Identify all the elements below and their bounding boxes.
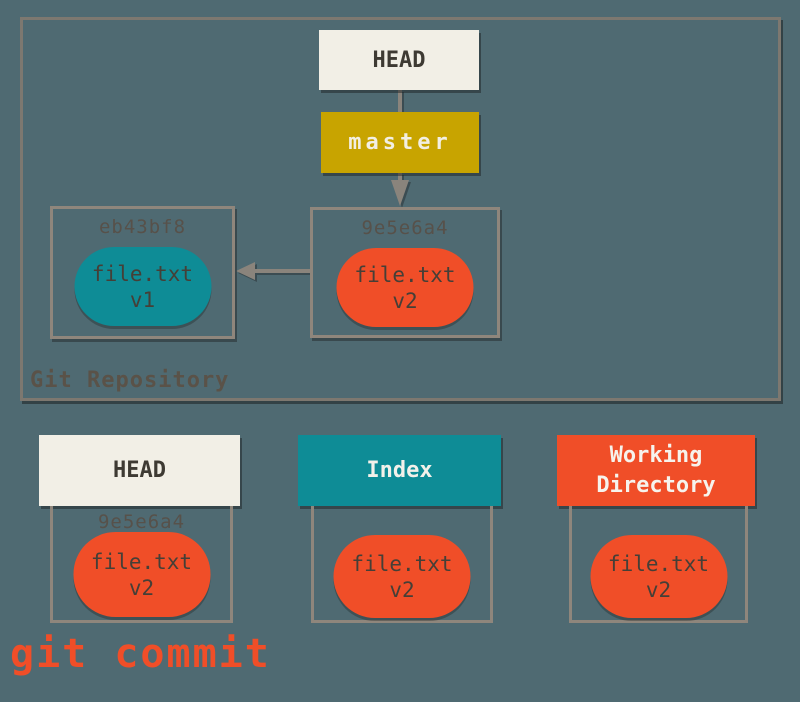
arrowhead-commit-to-parent (236, 262, 255, 280)
commit-box-eb43bf8: eb43bf8 file.txt v1 (50, 206, 235, 339)
head-area-box: 9e5e6a4 file.txt v2 (50, 506, 233, 623)
file-name: file.txt (90, 549, 193, 574)
head-area-title: HEAD (113, 458, 166, 483)
git-repository-label: Git Repository (30, 368, 230, 393)
working-directory-box: file.txt v2 (569, 506, 748, 623)
head-ref-box: HEAD (319, 30, 479, 90)
file-version: v2 (645, 577, 672, 602)
file-name: file.txt (351, 551, 453, 576)
file-blob-v1: file.txt v1 (74, 247, 211, 326)
file-version: v2 (128, 575, 155, 600)
working-directory-title: Working Directory (596, 442, 716, 498)
file-blob-v2: file.txt v2 (333, 535, 471, 618)
file-blob-v2: file.txt v2 (590, 535, 727, 618)
commit-hash: 9e5e6a4 (97, 511, 186, 533)
commit-hash: eb43bf8 (98, 216, 187, 238)
file-version: v2 (389, 577, 415, 602)
file-name: file.txt (91, 261, 194, 286)
head-ref-label: HEAD (372, 47, 426, 73)
master-branch-label: master (348, 130, 452, 155)
head-area-header: HEAD (39, 435, 240, 506)
git-commit-caption: git commit (10, 631, 271, 677)
git-repository-box: Git Repository (20, 17, 781, 401)
file-version: v2 (392, 288, 418, 313)
file-name: file.txt (607, 551, 710, 576)
index-area-header: Index (298, 435, 501, 506)
arrowhead-master-to-commit (391, 180, 409, 206)
file-blob-v2: file.txt v2 (73, 532, 210, 617)
index-area-title: Index (366, 458, 433, 483)
master-branch-box: master (321, 112, 479, 173)
file-blob-v2: file.txt v2 (336, 248, 474, 327)
commit-box-9e5e6a4: 9e5e6a4 file.txt v2 (310, 207, 500, 338)
file-name: file.txt (354, 262, 456, 287)
file-version: v1 (129, 287, 156, 312)
working-directory-header: Working Directory (557, 435, 755, 506)
index-area-box: file.txt v2 (311, 506, 493, 623)
commit-hash: 9e5e6a4 (361, 217, 449, 239)
